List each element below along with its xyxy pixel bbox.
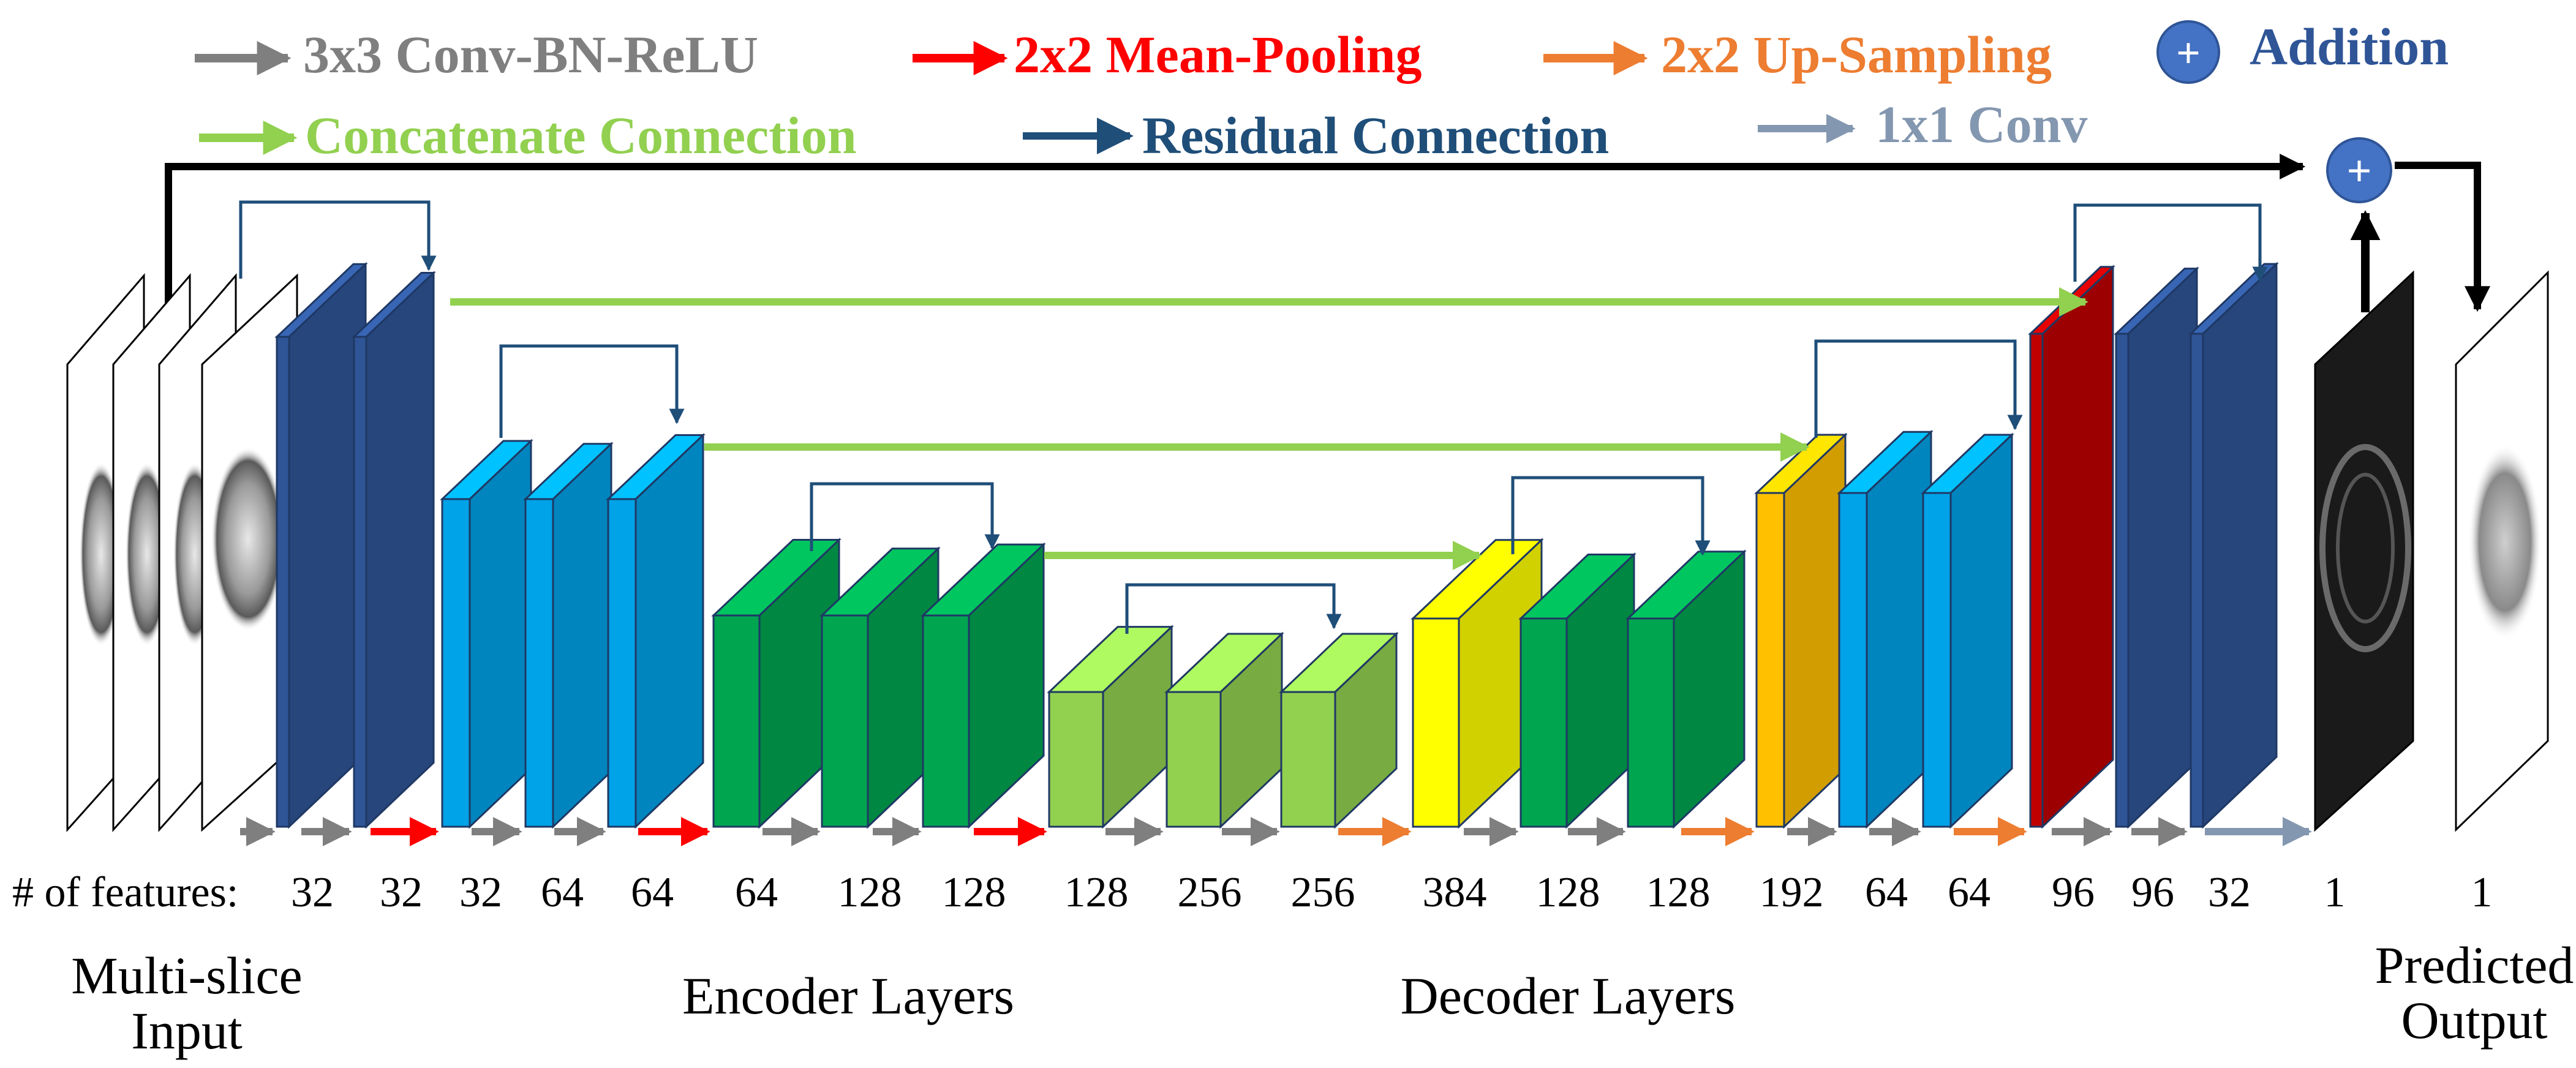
feature-count: 32 xyxy=(459,869,502,916)
feature-block xyxy=(2028,265,2115,829)
addition-symbol: + xyxy=(2176,30,2201,77)
feature-block xyxy=(1518,552,1636,829)
output-label-line1: Predicted xyxy=(2375,936,2574,995)
feature-block xyxy=(1625,549,1747,829)
feature-count: 32 xyxy=(2208,869,2251,916)
feature-block xyxy=(523,442,614,829)
legend-residual: Residual Connection xyxy=(1023,106,1609,165)
legend-upsample: 2x2 Up-Sampling xyxy=(1543,25,2052,84)
feature-block xyxy=(1921,432,2014,829)
feature-count: 128 xyxy=(1064,869,1129,916)
input-label-line1: Multi-slice xyxy=(71,946,302,1005)
feature-block xyxy=(1837,429,1934,829)
feature-blocks xyxy=(274,261,2279,829)
legend-residual-label: Residual Connection xyxy=(1142,106,1609,165)
feature-counts: # of features: 32 32 32 64 64 64 128 128 128 256 2… xyxy=(12,869,2493,916)
feature-count: 64 xyxy=(631,869,674,916)
legend-conv1x1-label: 1x1 Conv xyxy=(1875,95,2087,154)
feature-block xyxy=(2188,261,2279,829)
feature-block xyxy=(819,546,941,829)
feature-count: 128 xyxy=(942,869,1006,916)
feature-count: 64 xyxy=(735,869,778,916)
feature-count: 32 xyxy=(380,869,423,916)
concatenate-connections xyxy=(450,287,2088,570)
legend-upsample-label: 2x2 Up-Sampling xyxy=(1661,25,2052,84)
input-label-line2: Input xyxy=(131,1001,243,1060)
output-maps xyxy=(2314,270,2549,832)
feature-count: 96 xyxy=(2052,869,2095,916)
feature-count: 256 xyxy=(1291,869,1355,916)
feature-count: 1 xyxy=(2324,869,2346,916)
brain-slice-image xyxy=(80,462,122,646)
feature-block xyxy=(440,438,533,829)
legend-conv-label: 3x3 Conv-BN-ReLU xyxy=(303,25,758,84)
feature-count: 192 xyxy=(1760,869,1824,916)
legend-pool: 2x2 Mean-Pooling xyxy=(913,25,1422,84)
feature-block xyxy=(711,538,842,829)
legend-conv1x1: 1x1 Conv xyxy=(1758,95,2087,154)
legend-pool-label: 2x2 Mean-Pooling xyxy=(1014,25,1422,84)
output-label-line2: Output xyxy=(2401,991,2548,1050)
residual-map-image xyxy=(2314,270,2414,832)
feature-count: 384 xyxy=(1423,869,1487,916)
feature-block xyxy=(1279,631,1399,829)
feature-count: 32 xyxy=(291,869,334,916)
feature-count: 96 xyxy=(2131,869,2174,916)
legend-addition: + Addition xyxy=(2156,17,2449,84)
feature-block xyxy=(921,542,1046,829)
feature-count: 256 xyxy=(1178,869,1242,916)
feature-count: 128 xyxy=(838,869,902,916)
brain-slice-image xyxy=(126,462,168,646)
addition-icon xyxy=(2156,20,2220,84)
feature-count: 128 xyxy=(1536,869,1600,916)
feature-count: 1 xyxy=(2471,869,2493,916)
feature-block xyxy=(1164,631,1284,829)
addition-node-symbol: + xyxy=(2346,146,2371,195)
section-labels: Multi-slice Input Encoder Layers Decoder… xyxy=(71,936,2574,1060)
feature-block xyxy=(274,261,368,829)
legend-addition-label: Addition xyxy=(2250,17,2449,76)
feature-block xyxy=(1754,432,1848,829)
legend-concat-label: Concatenate Connection xyxy=(305,106,857,165)
feature-count: 128 xyxy=(1646,869,1711,916)
feature-block xyxy=(1047,625,1174,829)
feature-count: 64 xyxy=(541,869,584,916)
feature-block xyxy=(606,433,706,829)
feature-count: 64 xyxy=(1865,869,1908,916)
legend-conv: 3x3 Conv-BN-ReLU xyxy=(195,25,758,84)
feature-block xyxy=(352,271,436,829)
legend: 3x3 Conv-BN-ReLU 2x2 Mean-Pooling 2x2 Up… xyxy=(195,17,2449,165)
feature-block xyxy=(2114,266,2199,829)
legend-concat: Concatenate Connection xyxy=(199,106,857,165)
residual-connections xyxy=(239,200,2268,634)
features-prefix: # of features: xyxy=(12,869,238,916)
brain-slice-image xyxy=(211,447,285,631)
input-slices xyxy=(66,273,298,832)
decoder-label: Decoder Layers xyxy=(1401,966,1736,1025)
feature-count: 64 xyxy=(1948,869,1990,916)
addition-node-icon xyxy=(2326,137,2392,203)
global-residual-path: + xyxy=(165,137,2490,312)
encoder-label: Encoder Layers xyxy=(682,966,1014,1025)
